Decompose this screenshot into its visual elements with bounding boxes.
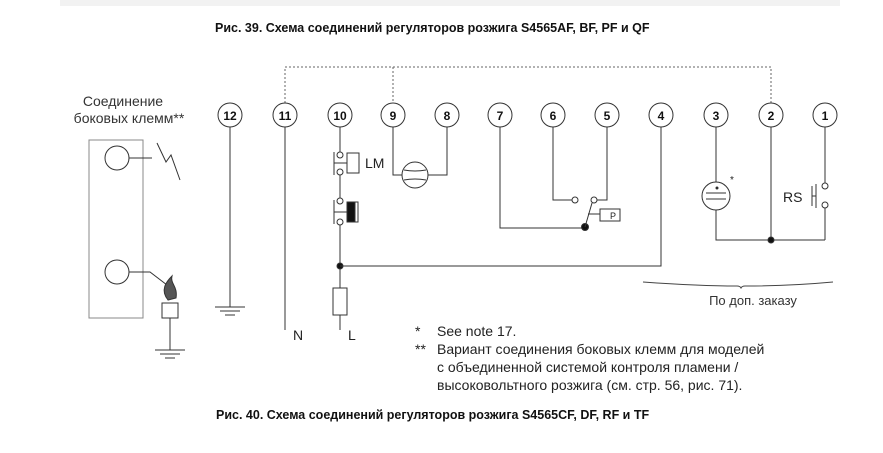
pressure-switch-contact [584, 202, 593, 228]
motor-icon [401, 161, 429, 189]
fuse-icon [332, 287, 348, 316]
flame-rod [161, 302, 179, 319]
figure-39-caption: Рис. 39. Схема соединений регуляторов ро… [215, 21, 650, 35]
flame-icon [163, 274, 177, 301]
pressure-sensor [599, 208, 621, 222]
ground-icon [215, 306, 245, 316]
note-mark: ** [415, 341, 426, 357]
side-terminal-ignition [104, 145, 130, 171]
lm-switch [333, 152, 360, 175]
previous-page-fragment [60, 0, 840, 6]
terminal-number: 9 [390, 109, 397, 123]
terminal-number: 2 [768, 109, 775, 123]
terminal-number: 10 [333, 109, 347, 123]
note-text: с объединенной системой контроля пламени… [437, 359, 739, 375]
footnotes: * See note 17. ** Вариант соединения боков… [415, 322, 764, 394]
optional-brace [642, 281, 834, 290]
note-mark [415, 376, 437, 394]
reset-switch [811, 184, 817, 208]
limit-switch [333, 200, 359, 224]
terminal-number: 7 [497, 109, 504, 123]
side-label-1: Соединение [83, 93, 163, 109]
optional-label: По доп. заказу [709, 293, 797, 308]
terminal-number: 3 [713, 109, 720, 123]
lamp-note-mark: * [730, 175, 734, 186]
note-text: Вариант соединения боковых клемм для мод… [437, 341, 765, 357]
terminal-number: 11 [279, 109, 292, 123]
side-terminal-box [88, 139, 144, 319]
note-text: See note 17. [437, 323, 517, 339]
note-text: высоковольтного розжига (см. стр. 56, ри… [437, 377, 743, 393]
figure-40-caption: Рис. 40. Схема соединений регуляторов ро… [216, 408, 650, 422]
spark-icon [156, 142, 181, 181]
dashed-link [284, 66, 772, 103]
terminal-number: 8 [444, 109, 451, 123]
terminal-number: 5 [604, 109, 611, 123]
ground-icon [155, 349, 185, 359]
terminal-number: 1 [822, 109, 829, 123]
note-mark [415, 358, 437, 376]
lm-label: LM [365, 155, 384, 171]
terminal-number: 4 [658, 109, 665, 123]
terminal-number: 6 [550, 109, 557, 123]
neutral-label: N [293, 327, 303, 343]
side-label-2: боковых клемм** [74, 110, 185, 126]
note-mark: * [415, 323, 421, 339]
rs-label: RS [783, 189, 802, 205]
p-label: P [610, 211, 616, 221]
indicator-lamp-icon [701, 181, 731, 211]
terminal-number: 12 [223, 109, 237, 123]
line-label: L [348, 327, 356, 343]
side-terminal-flame [104, 259, 130, 285]
